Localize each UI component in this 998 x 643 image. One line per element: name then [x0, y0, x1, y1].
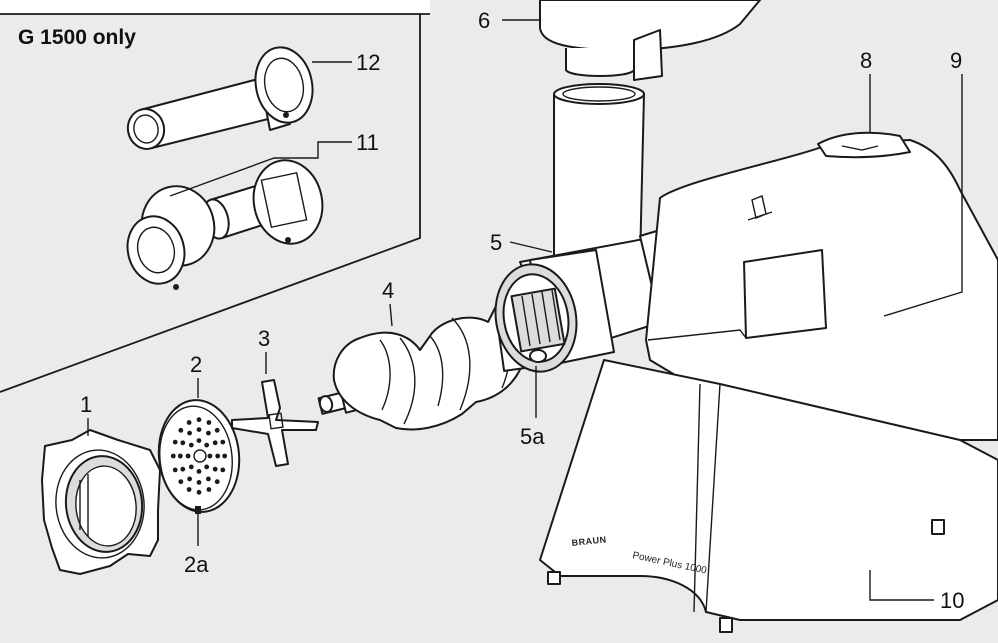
callout-10: 10	[940, 588, 964, 613]
callout-8: 8	[860, 48, 872, 73]
part-2-perforated-disc	[157, 399, 241, 514]
callout-11: 11	[356, 130, 379, 155]
callout-12: 12	[356, 50, 380, 75]
inset-heading: G 1500 only	[18, 26, 136, 49]
callout-6: 6	[478, 8, 490, 33]
disc-holes	[170, 417, 228, 495]
callout-2: 2	[190, 352, 202, 377]
accessory-inset: G 1500 only	[0, 0, 430, 393]
part-11-kebbe-attachment	[126, 159, 324, 290]
callout-4: 4	[382, 278, 394, 303]
part-6-food-tray	[539, 0, 761, 81]
part-3-cutting-blade	[231, 379, 319, 467]
part-1-ring-nut	[41, 429, 161, 575]
part-12-sausage-nozzle	[126, 46, 314, 150]
callout-2a: 2a	[184, 552, 209, 577]
callout-5a: 5a	[520, 424, 545, 449]
callout-1: 1	[80, 392, 92, 417]
callout-3: 3	[258, 326, 270, 351]
part-9-motor-housing: BRAUN Power Plus 1000	[539, 131, 998, 633]
brand-logo: BRAUN	[571, 534, 607, 548]
callout-5: 5	[490, 230, 502, 255]
callout-9: 9	[950, 48, 962, 73]
